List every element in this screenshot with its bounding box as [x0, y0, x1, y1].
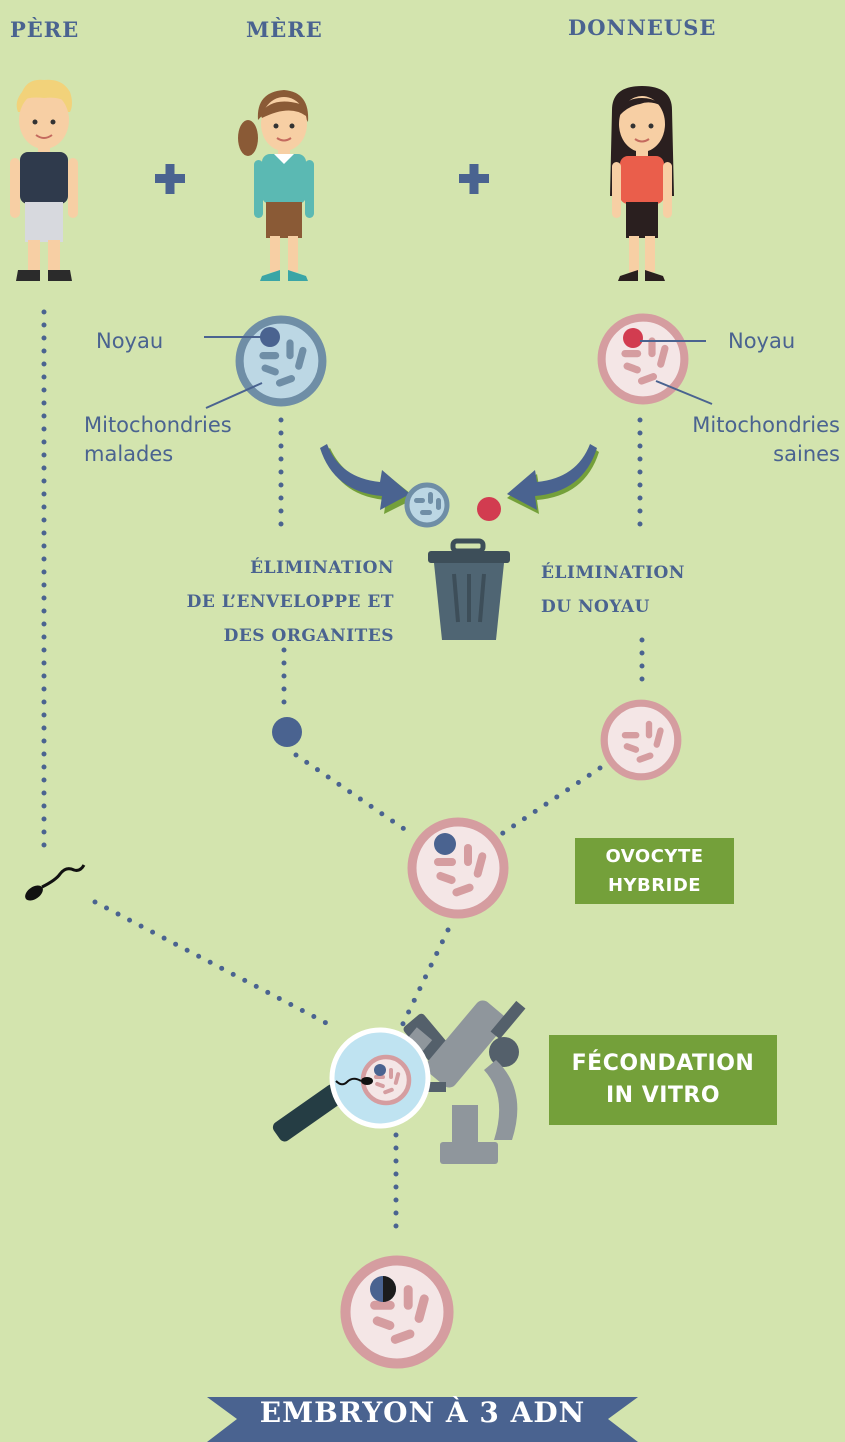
- donor-nucleus-label: Noyau: [728, 329, 796, 353]
- mother-mito-label: Mitochondries malades: [84, 411, 232, 469]
- magnifier-icon: [272, 1027, 431, 1142]
- removed-nucleus: [477, 497, 501, 521]
- donor-figure-icon: [610, 86, 674, 281]
- donor-mito-label: Mitochondries saines: [652, 411, 840, 469]
- elim-envelope-line2: DE L’ENVELOPPE ET: [186, 592, 394, 612]
- elimination-nucleus-label: ÉLIMINATION DU NOYAU: [541, 556, 685, 624]
- dotted-connectors: [41, 309, 645, 1233]
- donor-egg-cell: [602, 318, 713, 405]
- mother-mito-label-line1: Mitochondries: [84, 413, 232, 437]
- elimination-envelope-label: ÉLIMINATION DE L’ENVELOPPE ET DES ORGANI…: [140, 551, 394, 653]
- sperm-icon: [25, 864, 86, 901]
- hybrid-box-line2: HYBRIDE: [607, 875, 702, 896]
- curved-arrow-icon: [507, 444, 599, 514]
- mother-figure-icon: [238, 90, 314, 281]
- mother-nucleus: [260, 327, 280, 347]
- hybrid-oocyte: [412, 822, 504, 914]
- elim-nucleus-line2: DU NOYAU: [541, 597, 650, 617]
- mother-egg-cell: [204, 320, 322, 409]
- elim-envelope-line1: ÉLIMINATION: [250, 558, 394, 578]
- mother-nucleus-label: Noyau: [96, 329, 164, 353]
- elim-nucleus-line1: ÉLIMINATION: [541, 563, 685, 583]
- curved-arrow-icon: [320, 444, 416, 514]
- plus-icon: [155, 164, 185, 194]
- embryo-cell: [345, 1260, 448, 1363]
- mother-heading: MÈRE: [246, 17, 323, 42]
- hybrid-box-line1: OVOCYTE: [605, 846, 704, 867]
- ivf-box-line2: IN VITRO: [605, 1083, 721, 1108]
- trash-icon: [428, 538, 510, 640]
- hybrid-oocyte-box: OVOCYTE HYBRIDE: [575, 838, 734, 904]
- donor-mito-label-line2: saines: [773, 442, 840, 466]
- ivf-box: FÉCONDATION IN VITRO: [549, 1035, 777, 1125]
- mother-nucleus-isolated: [272, 717, 302, 747]
- embryo-banner: [207, 1397, 638, 1442]
- elim-envelope-line3: DES ORGANITES: [223, 626, 394, 646]
- donor-nucleus: [623, 328, 643, 348]
- removed-envelope: [404, 482, 450, 528]
- donor-mito-label-line1: Mitochondries: [692, 413, 840, 437]
- father-figure-icon: [10, 79, 78, 281]
- microscope-icon: [403, 1000, 526, 1164]
- father-heading: PÈRE: [10, 17, 80, 42]
- donor-heading: DONNEUSE: [568, 15, 717, 40]
- embryo-banner-text: EMBRYON À 3 ADN: [259, 1396, 586, 1429]
- plus-icon: [459, 164, 489, 194]
- mother-mito-label-line2: malades: [84, 442, 174, 466]
- ivf-box-line1: FÉCONDATION: [571, 1051, 755, 1076]
- enucleated-donor-cell: [604, 703, 678, 777]
